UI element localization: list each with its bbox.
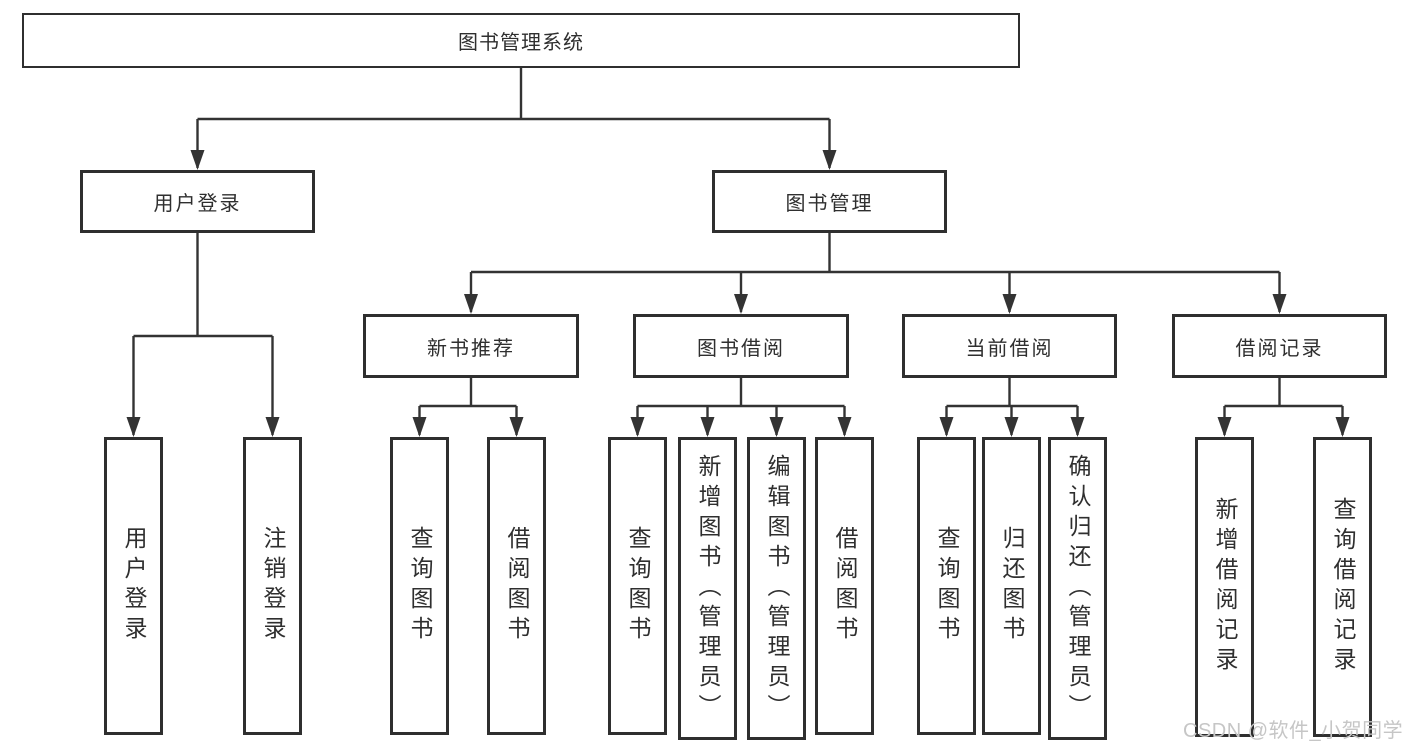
leaf-user-login-label: 用户登录 — [121, 526, 147, 646]
leaf-borrow-books-borrowing: 借阅图书 — [815, 437, 874, 735]
node-book-borrowing: 图书借阅 — [633, 314, 849, 378]
leaf-query-books-borrowing-label: 查询图书 — [625, 526, 651, 646]
leaf-confirm-return-admin-label: 确认归还（管理员） — [1065, 453, 1091, 724]
node-root-label: 图书管理系统 — [458, 32, 584, 54]
node-book-management-label: 图书管理 — [785, 193, 874, 215]
leaf-return-books-label: 归还图书 — [999, 526, 1025, 646]
node-book-management: 图书管理 — [712, 170, 947, 233]
leaf-query-borrow-record: 查询借阅记录 — [1313, 437, 1372, 737]
leaf-borrow-books-borrowing-label: 借阅图书 — [832, 526, 858, 646]
leaf-add-books-admin-label: 新增图书（管理员） — [695, 453, 721, 724]
leaf-edit-books-admin-label: 编辑图书（管理员） — [764, 453, 790, 724]
node-current-borrowing: 当前借阅 — [902, 314, 1117, 378]
node-borrowing-records: 借阅记录 — [1172, 314, 1387, 378]
node-current-borrowing-label: 当前借阅 — [965, 337, 1054, 360]
leaf-logout: 注销登录 — [243, 437, 302, 735]
leaf-return-books: 归还图书 — [982, 437, 1041, 735]
leaf-query-books-recommend: 查询图书 — [390, 437, 449, 735]
leaf-borrow-books-recommend-label: 借阅图书 — [504, 526, 530, 646]
leaf-user-login: 用户登录 — [104, 437, 163, 735]
node-new-book-recommend-label: 新书推荐 — [427, 337, 515, 360]
leaf-edit-books-admin: 编辑图书（管理员） — [747, 437, 806, 740]
leaf-query-books-borrowing: 查询图书 — [608, 437, 667, 735]
node-user-login-label: 用户登录 — [153, 193, 242, 215]
leaf-query-books-current: 查询图书 — [917, 437, 976, 735]
node-new-book-recommend: 新书推荐 — [363, 314, 579, 378]
node-borrowing-records-label: 借阅记录 — [1235, 337, 1324, 360]
leaf-add-borrow-record: 新增借阅记录 — [1195, 437, 1254, 737]
leaf-query-books-recommend-label: 查询图书 — [407, 526, 433, 646]
node-root: 图书管理系统 — [22, 13, 1020, 68]
node-book-borrowing-label: 图书借阅 — [697, 337, 785, 360]
leaf-logout-label: 注销登录 — [260, 526, 286, 646]
leaf-query-borrow-record-label: 查询借阅记录 — [1330, 497, 1356, 677]
leaf-add-borrow-record-label: 新增借阅记录 — [1212, 497, 1238, 677]
leaf-confirm-return-admin: 确认归还（管理员） — [1048, 437, 1107, 740]
leaf-add-books-admin: 新增图书（管理员） — [678, 437, 737, 740]
leaf-query-books-current-label: 查询图书 — [934, 526, 960, 646]
leaf-borrow-books-recommend: 借阅图书 — [487, 437, 546, 735]
watermark: CSDN @软件_小贺同学 — [1183, 720, 1404, 742]
node-user-login: 用户登录 — [80, 170, 315, 233]
